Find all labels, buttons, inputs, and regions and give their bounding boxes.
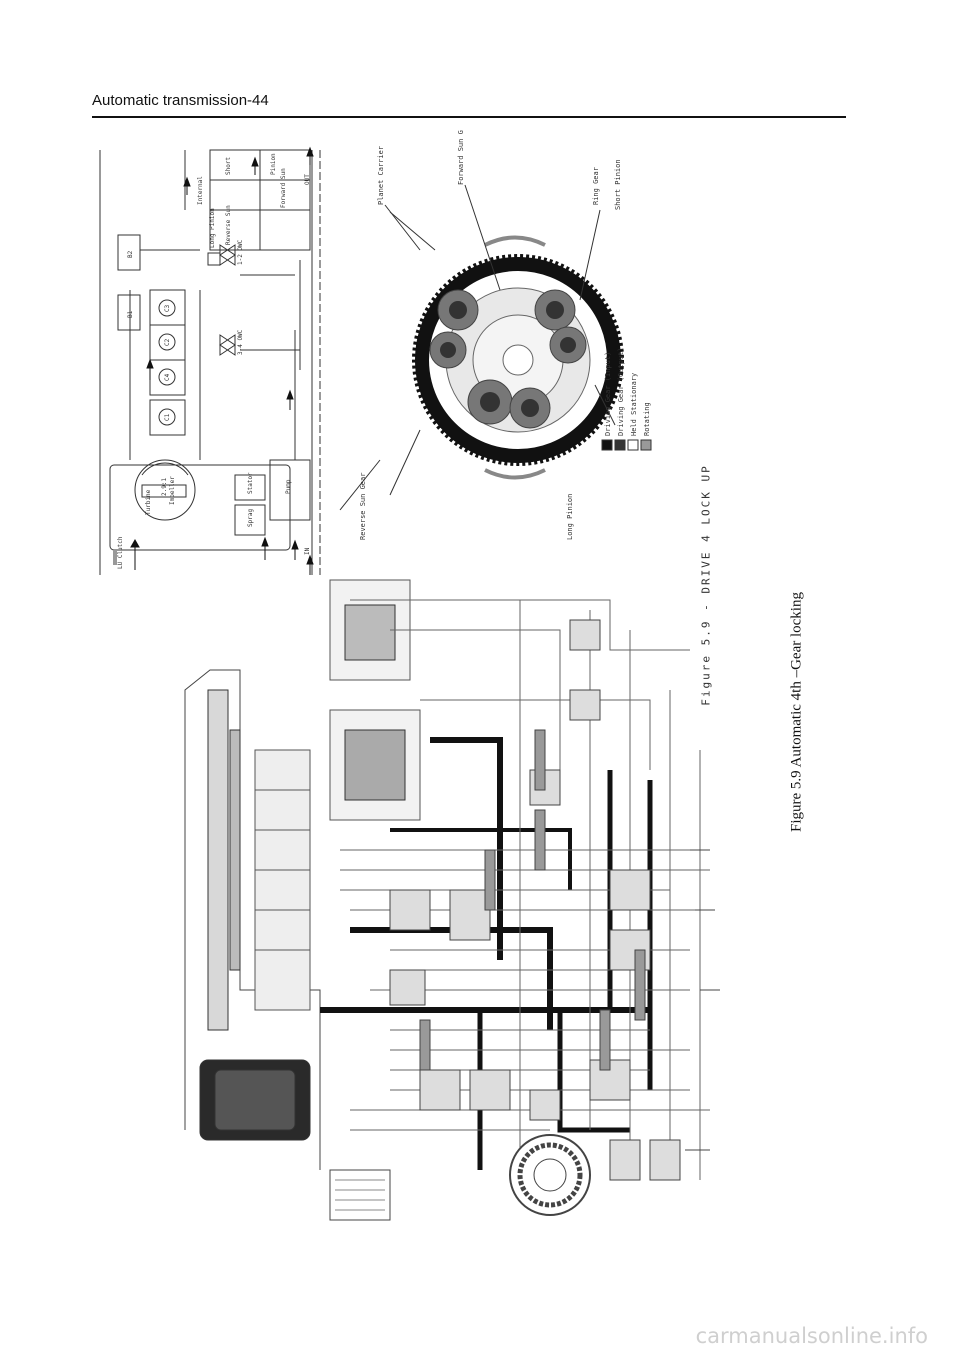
legend-held-stationary: Held Stationary [630, 373, 638, 436]
label-internal: Internal [197, 176, 204, 205]
legend-driving-output: Driving Gear (Output) [617, 347, 625, 436]
label-c4: C4 [164, 373, 171, 381]
label-b1: B1 [127, 310, 134, 318]
label-ratio: 2.9:1 [161, 478, 168, 496]
label-c3: C3 [164, 304, 171, 312]
label-pinion: Pinion [270, 153, 277, 175]
label-owc-34: 3-4 OWC [237, 329, 244, 355]
transmission-figure: LU Clutch Turbine Impeller 2.9:1 Stator … [90, 130, 850, 1310]
label-forward-sun: Forward Sun [280, 168, 287, 208]
label-turbine: Turbine [145, 489, 152, 515]
label-sprag: Sprag [247, 509, 254, 527]
label-reverse-sun: Reverse Sun [225, 205, 232, 245]
figure-caption: Figure 5.9 Automatic 4th –Gear locking [788, 592, 805, 832]
label-lu-clutch: LU Clutch [117, 536, 124, 569]
label-planet-carrier: Planet Carrier [377, 146, 385, 205]
label-c1: C1 [164, 413, 171, 421]
label-pump: Pump [285, 479, 292, 494]
legend-rotating: Rotating [643, 402, 651, 436]
label-reverse-sun-gear: Reverse Sun Gear [359, 473, 367, 540]
label-in: IN [304, 547, 311, 555]
transmission-diagram: LU Clutch Turbine Impeller 2.9:1 Stator … [99, 130, 720, 1221]
label-forward-sun-gear: Forward Sun Gear [457, 130, 465, 185]
label-stator: Stator [247, 472, 254, 494]
label-short-pinion: Short Pinion [614, 159, 622, 210]
page-header-title: Automatic transmission-44 [92, 92, 269, 109]
header-divider [92, 116, 846, 118]
planetary-gearset [339, 184, 624, 511]
diagram-title: Figure 5.9 - DRIVE 4 LOCK UP [699, 464, 713, 706]
watermark: carmanualsonline.info [695, 1324, 928, 1348]
gearset-legend [601, 439, 652, 451]
power-flow-schematic [99, 146, 321, 575]
label-ring-gear: Ring Gear [592, 167, 600, 205]
label-out: OUT [304, 174, 311, 185]
label-long-pinion-gear: Long Pinion [566, 494, 574, 540]
legend-driving-input: Driving Gear (Input) [604, 352, 612, 436]
label-long-pinion: Long Pinion [209, 208, 216, 248]
label-short: Short [225, 157, 232, 175]
label-b2: B2 [127, 250, 134, 258]
label-c2: C2 [164, 338, 171, 346]
label-impeller: Impeller [169, 476, 176, 505]
label-owc-12: 1-2 OWC [237, 239, 244, 265]
hydraulic-circuit [184, 579, 720, 1221]
